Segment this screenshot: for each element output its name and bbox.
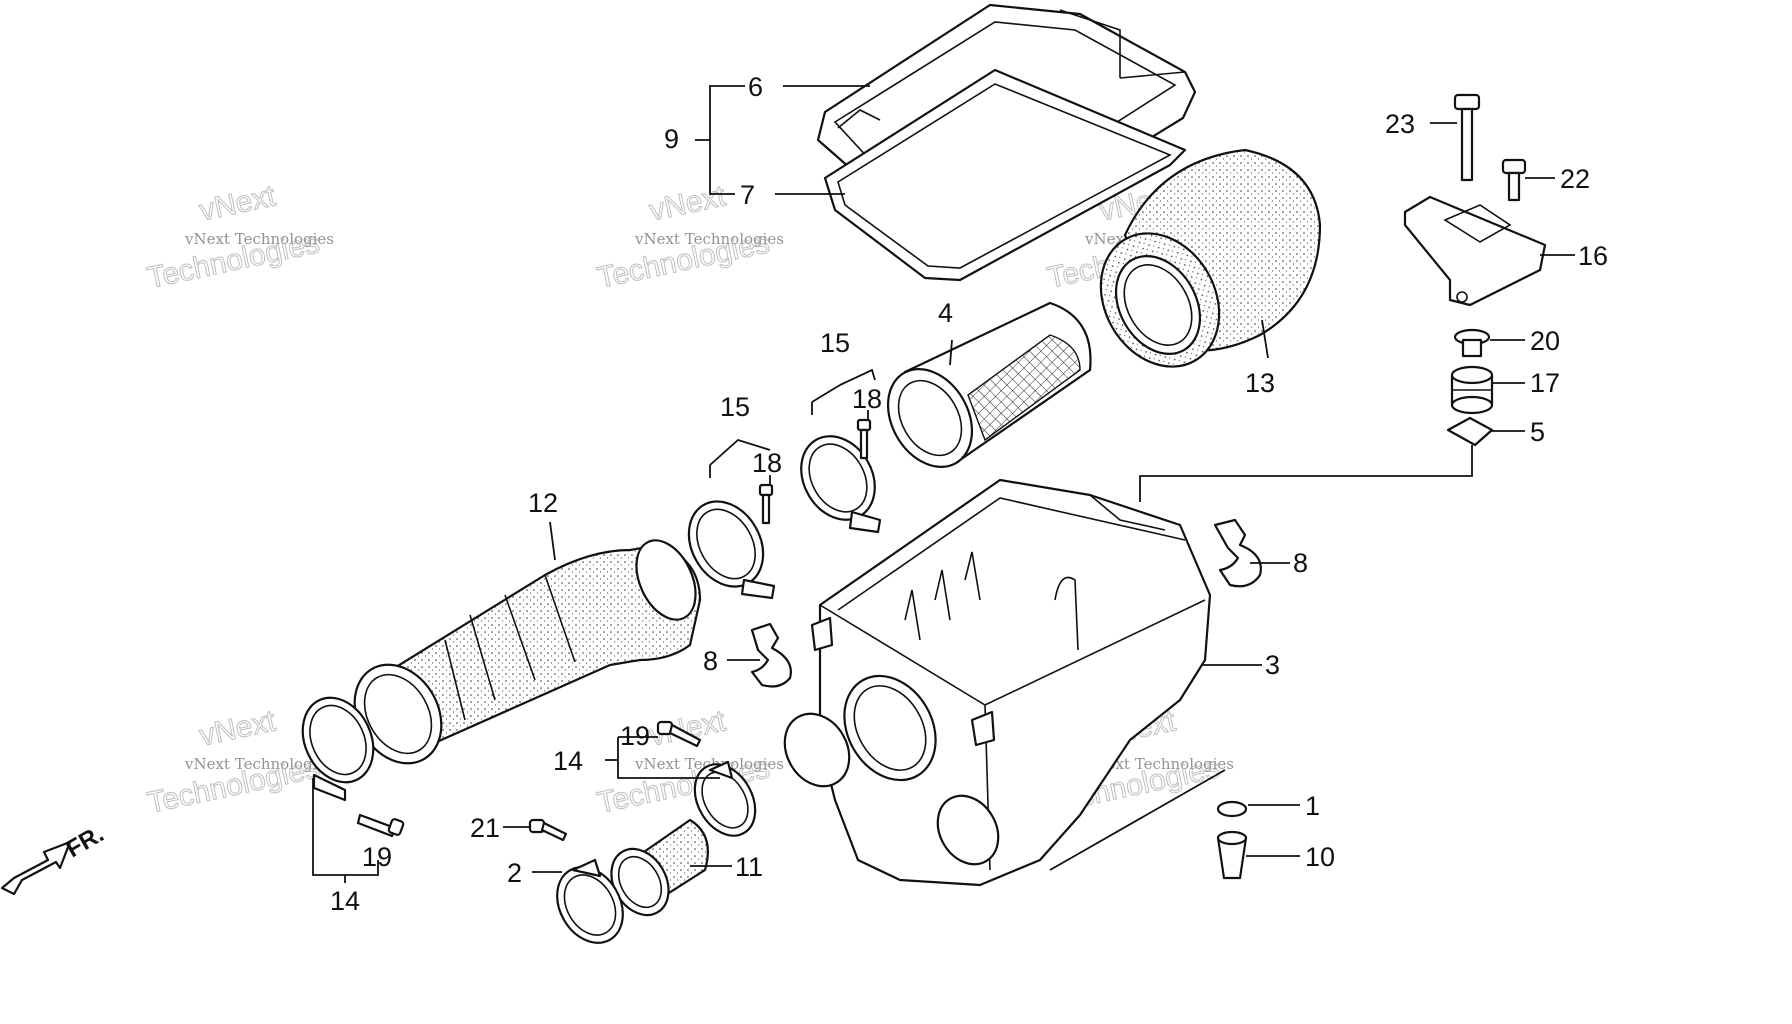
part-3-cleaner-case bbox=[783, 478, 1212, 887]
callout-16: 16 bbox=[1578, 241, 1608, 271]
part-14-clamp-center bbox=[693, 760, 757, 837]
callout-1: 1 bbox=[1305, 791, 1320, 821]
callout-20: 20 bbox=[1530, 326, 1560, 356]
callout-14a: 14 bbox=[330, 886, 360, 916]
watermark: vNext vNext Technologies Technologies bbox=[144, 179, 334, 296]
callout-13: 13 bbox=[1245, 368, 1275, 398]
callout-8b: 8 bbox=[703, 646, 718, 676]
callout-23: 23 bbox=[1385, 109, 1415, 139]
part-21-screw bbox=[528, 818, 568, 842]
part-2-clamp bbox=[556, 858, 624, 944]
callout-3: 3 bbox=[1265, 650, 1280, 680]
watermark-line1: vNext bbox=[197, 179, 280, 227]
watermark: vNext vNext Technologies Technologies bbox=[594, 179, 784, 296]
part-18-screw-lower bbox=[758, 483, 774, 525]
part-15-clamp-lower bbox=[687, 500, 776, 600]
part-22-bolt bbox=[1501, 158, 1527, 202]
watermark-small: vNext Technologies bbox=[1084, 755, 1234, 773]
part-1-plug bbox=[1216, 800, 1248, 818]
callout-19b: 19 bbox=[620, 721, 650, 751]
part-5-nut bbox=[1446, 416, 1494, 447]
callout-17: 17 bbox=[1530, 368, 1560, 398]
watermark-small: vNext Technologies bbox=[634, 755, 784, 773]
callout-5: 5 bbox=[1530, 417, 1545, 447]
fr-label: FR. bbox=[62, 820, 109, 863]
part-16-bracket bbox=[1403, 195, 1547, 307]
part-18-screw-upper bbox=[856, 418, 872, 460]
callout-15b: 15 bbox=[720, 392, 750, 422]
part-23-bolt bbox=[1453, 93, 1481, 182]
part-10-drain-tube bbox=[1216, 830, 1248, 880]
callout-18a: 18 bbox=[852, 384, 882, 414]
part-11-connector bbox=[610, 818, 709, 917]
callout-labels: 6 9 7 13 4 15 18 15 18 12 3 8 8 23 22 16… bbox=[330, 72, 1608, 916]
leader-lines bbox=[312, 85, 1575, 883]
part-12-intake-duct bbox=[353, 539, 702, 765]
callout-7: 7 bbox=[740, 180, 755, 210]
part-13-filter-element bbox=[1099, 148, 1322, 368]
part-7-seal bbox=[823, 68, 1187, 282]
part-15-clamp-upper bbox=[800, 435, 882, 534]
watermark-line1: vNext bbox=[197, 704, 280, 752]
callout-12: 12 bbox=[528, 488, 558, 518]
callout-18b: 18 bbox=[752, 448, 782, 478]
callout-11: 11 bbox=[735, 852, 763, 882]
part-14-clamp-left bbox=[301, 696, 375, 802]
watermark-small: vNext Technologies bbox=[184, 755, 334, 773]
callout-22: 22 bbox=[1560, 164, 1590, 194]
part-19-screw-center bbox=[656, 720, 702, 748]
watermark-line1: vNext bbox=[647, 179, 730, 227]
part-4-filter-mesh bbox=[886, 301, 1092, 468]
callout-14b: 14 bbox=[553, 746, 583, 776]
callout-2: 2 bbox=[507, 858, 522, 888]
callout-8a: 8 bbox=[1293, 548, 1308, 578]
callout-21: 21 bbox=[470, 813, 500, 843]
callout-9: 9 bbox=[664, 124, 679, 154]
part-19-screw-left bbox=[356, 813, 405, 838]
watermark-small: vNext Technologies bbox=[184, 230, 334, 248]
front-direction-marker: FR. bbox=[0, 820, 109, 896]
part-20-collar bbox=[1453, 328, 1491, 358]
part-8-clip-left bbox=[750, 622, 792, 688]
callout-10: 10 bbox=[1305, 842, 1335, 872]
callout-6: 6 bbox=[748, 72, 763, 102]
callout-19a: 19 bbox=[362, 842, 392, 872]
callout-4: 4 bbox=[938, 298, 953, 328]
watermark-small: vNext Technologies bbox=[634, 230, 784, 248]
part-17-rubber-mount bbox=[1450, 365, 1494, 415]
part-8-clip-right bbox=[1213, 518, 1262, 588]
callout-15a: 15 bbox=[820, 328, 850, 358]
